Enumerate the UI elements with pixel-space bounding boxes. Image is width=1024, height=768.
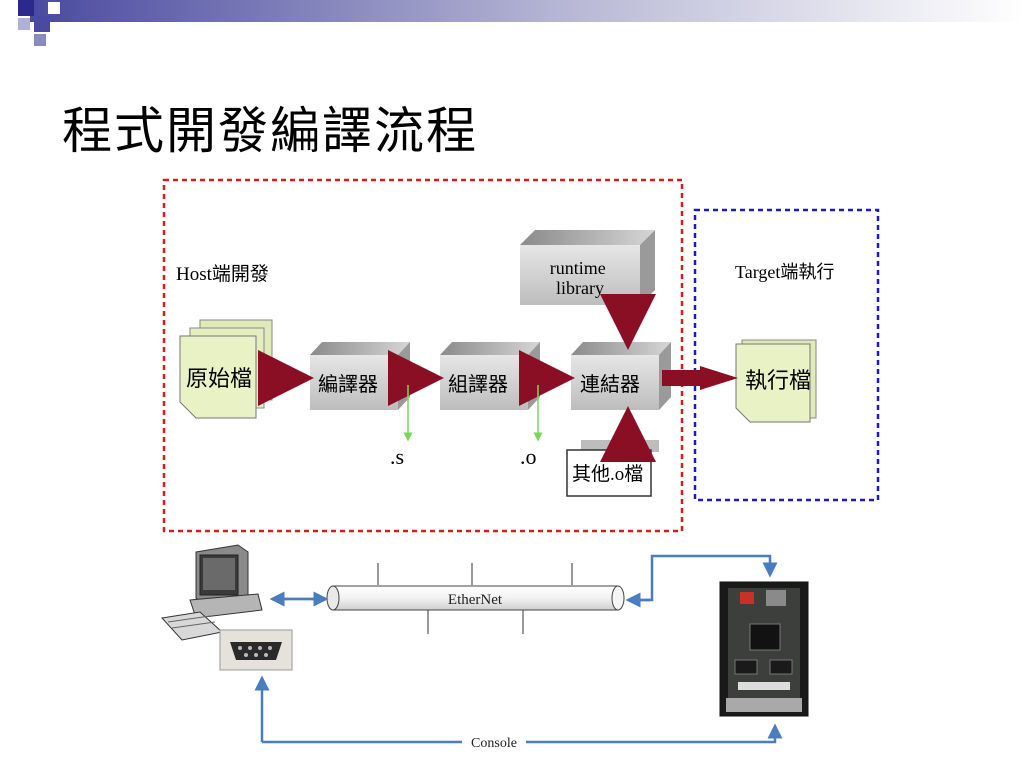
target-label: Target端執行 bbox=[735, 262, 834, 282]
output-arrow bbox=[662, 366, 738, 390]
intermediate-arrows bbox=[403, 385, 543, 442]
s-file-label: .s bbox=[390, 444, 404, 469]
source-file-doc bbox=[179, 319, 273, 419]
target-board-icon bbox=[719, 581, 809, 717]
assembler-box bbox=[440, 342, 540, 410]
executable-label: 執行檔 bbox=[745, 368, 811, 393]
linker-box bbox=[571, 342, 671, 410]
source-file-label: 原始檔 bbox=[186, 366, 252, 391]
host-region-frame bbox=[162, 178, 684, 533]
flow-arrows bbox=[258, 294, 656, 462]
ethernet-pipe bbox=[326, 563, 625, 634]
linker-label: 連結器 bbox=[580, 373, 640, 396]
executable-doc bbox=[735, 339, 817, 423]
compiler-label: 編譯器 bbox=[318, 373, 378, 396]
runtime-label: runtime library bbox=[550, 258, 611, 298]
runtime-line-1: runtime bbox=[550, 258, 606, 278]
host-label: Host端開發 bbox=[176, 263, 269, 285]
o-file-label: .o bbox=[520, 444, 537, 469]
serial-port-icon bbox=[219, 629, 293, 671]
other-object-label: 其他.o檔 bbox=[572, 463, 643, 485]
title-decoration bbox=[18, 0, 1024, 46]
ethernet-label: EtherNet bbox=[448, 592, 503, 608]
assembler-label: 組譯器 bbox=[448, 373, 508, 396]
network-links bbox=[254, 554, 783, 744]
slide-title: 程式開發編譯流程 bbox=[62, 102, 478, 160]
runtime-line-2: library bbox=[556, 278, 604, 298]
pc-icon bbox=[161, 544, 263, 641]
target-region-frame bbox=[693, 208, 880, 502]
console-label: Console bbox=[471, 736, 517, 751]
